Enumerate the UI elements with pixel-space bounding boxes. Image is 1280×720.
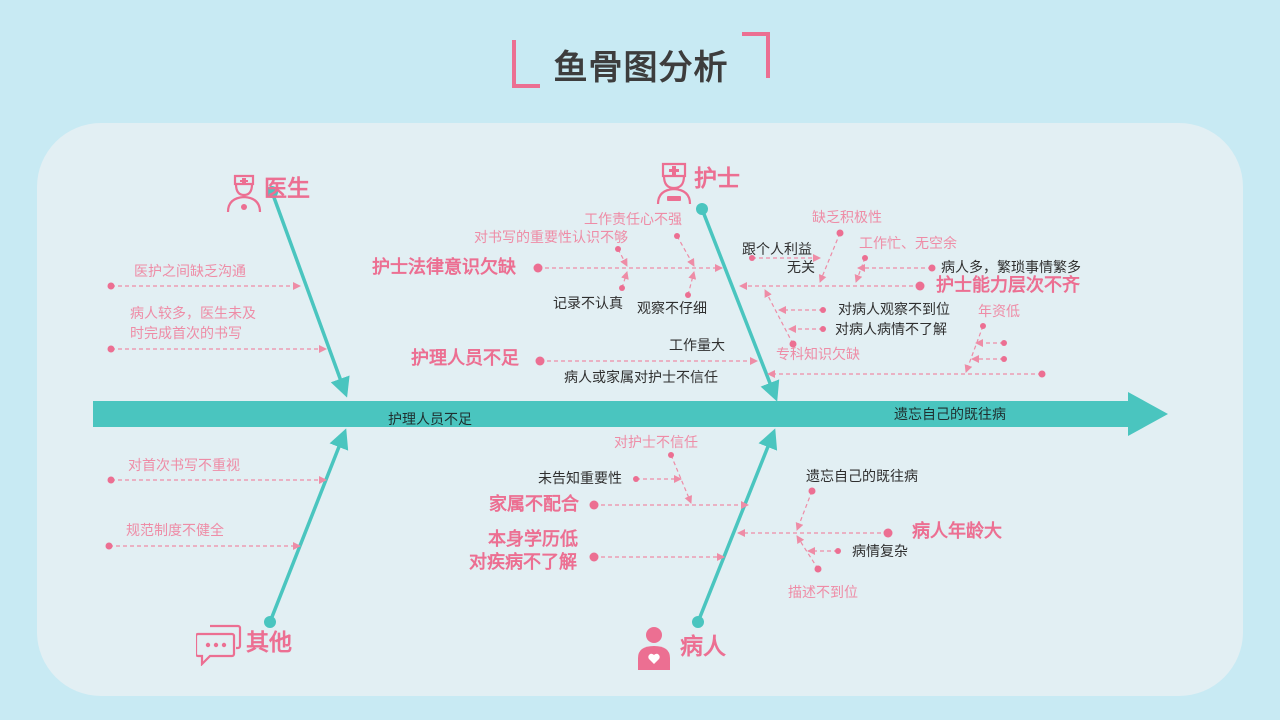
nurse-sub-busy: 工作忙、无空余 <box>859 236 957 252</box>
nurse-sub-observe-patients: 对病人观察不到位 <box>838 302 950 318</box>
patient-sub-forget-history: 遗忘自己的既往病 <box>806 469 918 485</box>
nurse-cause-staff-shortage: 护理人员不足 <box>411 348 519 369</box>
nurse-sub-personal-interest-2: 无关 <box>787 260 815 276</box>
category-patient: 病人 <box>680 634 726 660</box>
patient-cause-age: 病人年龄大 <box>912 521 1002 542</box>
nurse-sub-responsibility: 工作责任心不强 <box>584 212 682 228</box>
cause-arrows <box>109 232 1042 570</box>
nurse-sub-seniority: 年资低 <box>978 304 1020 320</box>
main-bones <box>264 186 780 628</box>
nurse-sub-distrust: 病人或家属对护士不信任 <box>564 370 718 386</box>
spine-arrow <box>93 392 1168 436</box>
other-cause-neglect: 对首次书写不重视 <box>128 458 240 474</box>
doctor-cause-communication: 医护之间缺乏沟通 <box>134 264 246 280</box>
title-brackets <box>512 32 770 88</box>
category-other: 其他 <box>246 630 292 656</box>
chat-bubble-icon <box>196 624 242 666</box>
page-title: 鱼骨图分析 <box>553 48 729 88</box>
doctor-cause-busy-2: 时完成首次的书写 <box>130 326 242 342</box>
category-doctor: 医生 <box>264 176 310 202</box>
title-block: 鱼骨图分析 <box>510 30 772 92</box>
doctor-icon <box>226 174 262 213</box>
cause-dots <box>105 229 1046 573</box>
patient-icon <box>638 627 670 670</box>
patient-sub-not-informed: 未告知重要性 <box>538 471 622 487</box>
spine-label-left: 护理人员不足 <box>388 412 472 428</box>
patient-cause-education-2: 对疾病不了解 <box>469 552 577 573</box>
patient-cause-education-1: 本身学历低 <box>488 529 578 550</box>
nurse-sub-lack-initiative: 缺乏积极性 <box>812 210 882 226</box>
nurse-sub-knowledge: 专科知识欠缺 <box>776 347 860 363</box>
nurse-sub-careless-record: 记录不认真 <box>553 296 623 312</box>
patient-sub-distrust-nurse: 对护士不信任 <box>614 435 698 451</box>
nurse-sub-many-patients: 病人多，繁琐事情繁多 <box>941 260 1081 276</box>
patient-cause-family: 家属不配合 <box>489 494 579 515</box>
nurse-cause-ability-levels: 护士能力层次不齐 <box>936 275 1080 296</box>
nurse-sub-personal-interest-1: 跟个人利益 <box>742 242 812 258</box>
patient-sub-complex: 病情复杂 <box>852 544 908 560</box>
nurse-sub-understand-condition: 对病人病情不了解 <box>835 322 947 338</box>
nurse-cause-law-awareness: 护士法律意识欠缺 <box>372 257 516 278</box>
other-cause-rules: 规范制度不健全 <box>126 523 224 539</box>
patient-sub-poor-description: 描述不到位 <box>788 585 858 601</box>
category-nurse: 护士 <box>694 166 740 192</box>
nurse-sub-importance: 对书写的重要性认识不够 <box>474 230 628 246</box>
nurse-icon <box>656 162 692 205</box>
nurse-sub-careless-observe: 观察不仔细 <box>637 301 707 317</box>
nurse-sub-workload: 工作量大 <box>669 338 725 354</box>
doctor-cause-busy-1: 病人较多，医生未及 <box>130 306 256 322</box>
spine-label-right: 遗忘自己的既往病 <box>894 407 1006 423</box>
